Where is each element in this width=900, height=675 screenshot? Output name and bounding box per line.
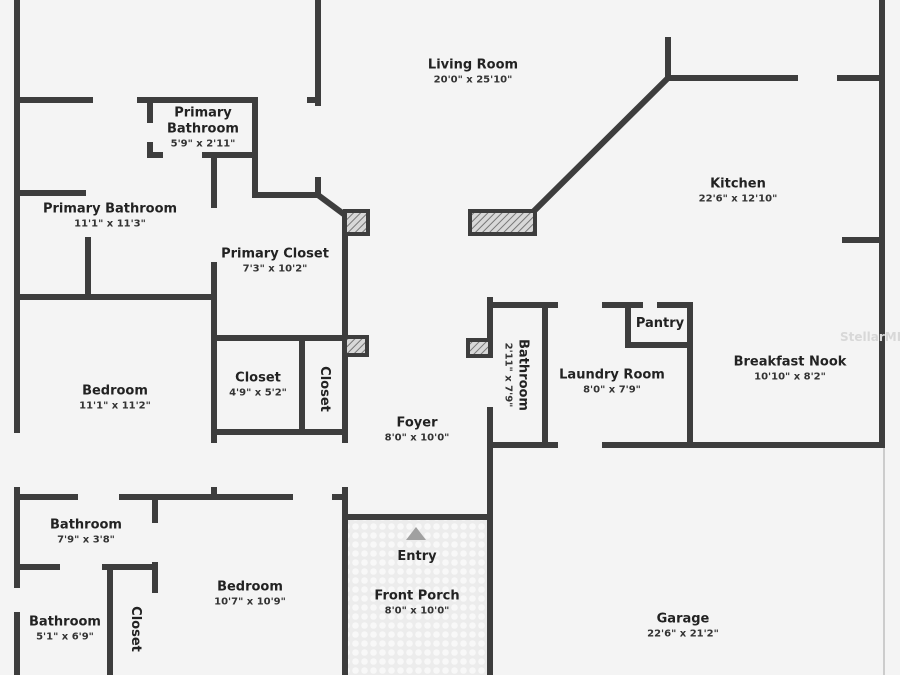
entry-arrow-icon bbox=[406, 527, 426, 540]
room-name: Bathroom bbox=[515, 339, 531, 411]
room-name: Closet bbox=[317, 366, 332, 412]
room-label: Pantry bbox=[636, 316, 684, 332]
room-name: Bedroom bbox=[82, 383, 148, 399]
room-label: Closet bbox=[316, 366, 332, 412]
room-dimensions: 2'11" x 7'9" bbox=[502, 342, 514, 408]
room-name: Foyer bbox=[396, 415, 438, 431]
front-porch-floor bbox=[348, 520, 487, 675]
room-dimensions: 8'0" x 7'9" bbox=[583, 384, 641, 396]
wall bbox=[530, 73, 673, 215]
room-name: Primary Closet bbox=[221, 246, 329, 262]
room-name: Pantry bbox=[635, 316, 685, 331]
room-name: Closet bbox=[235, 370, 281, 386]
room-dimensions: 7'3" x 10'2" bbox=[242, 263, 308, 275]
room-name: Closet bbox=[128, 606, 143, 652]
room-name: Primary Bathroom bbox=[167, 105, 239, 137]
room-dimensions: 7'9" x 3'8" bbox=[57, 534, 115, 546]
pillars bbox=[343, 209, 537, 358]
structural-column bbox=[343, 335, 369, 357]
room-dimensions: 10'7" x 10'9" bbox=[214, 596, 286, 608]
room-label: Entry bbox=[397, 549, 436, 565]
room-dimensions: 11'1" x 11'2" bbox=[79, 400, 151, 412]
room-dimensions: 4'9" x 5'2" bbox=[229, 387, 287, 399]
room-dimensions: 5'1" x 6'9" bbox=[36, 631, 94, 643]
room-dimensions: 20'0" x 25'10" bbox=[433, 74, 513, 86]
room-name: Breakfast Nook bbox=[733, 354, 847, 370]
room-dimensions: 10'10" x 8'2" bbox=[754, 371, 826, 383]
room-name: Laundry Room bbox=[559, 367, 665, 383]
structural-column bbox=[343, 209, 370, 236]
room-name: Primary Bathroom bbox=[42, 201, 178, 217]
room-dimensions: 8'0" x 10'0" bbox=[384, 432, 450, 444]
room-name: Living Room bbox=[427, 57, 519, 73]
room-dimensions: 11'1" x 11'3" bbox=[74, 218, 146, 230]
structural-column bbox=[466, 338, 492, 358]
room-label: Closet bbox=[127, 606, 143, 652]
room-name: Kitchen bbox=[710, 176, 766, 192]
wall bbox=[313, 190, 350, 220]
structural-column bbox=[468, 209, 537, 236]
room-name: Garage bbox=[656, 611, 710, 627]
room-name: Entry bbox=[397, 549, 437, 564]
room-dimensions: 22'6" x 12'10" bbox=[698, 193, 778, 205]
watermark: StellarMLS bbox=[840, 330, 900, 344]
room-name: Bathroom bbox=[50, 517, 122, 533]
room-dimensions: 8'0" x 10'0" bbox=[384, 605, 450, 617]
room-dimensions: 5'9" x 2'11" bbox=[170, 138, 236, 150]
room-name: Bedroom bbox=[217, 579, 283, 595]
room-name: Bathroom bbox=[29, 614, 101, 630]
walls bbox=[14, 0, 885, 675]
room-name: Front Porch bbox=[374, 588, 460, 604]
room-dimensions: 22'6" x 21'2" bbox=[647, 628, 719, 640]
